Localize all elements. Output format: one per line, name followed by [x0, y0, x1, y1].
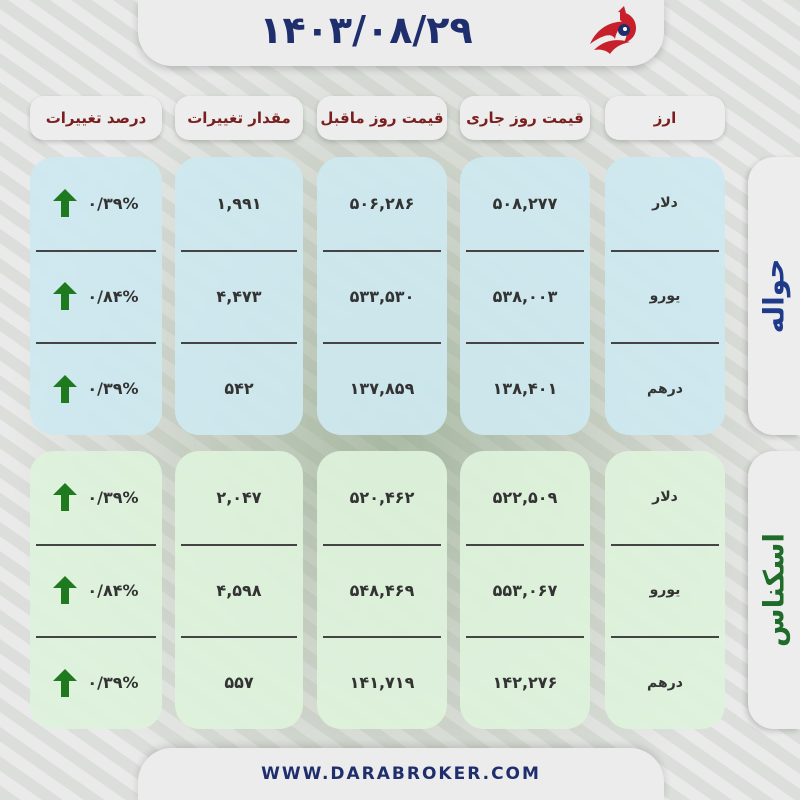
- eskenas-change-usd: ۲,۰۴۷: [216, 487, 262, 507]
- eskenas-previous-usd: ۵۲۰,۴۶۲: [349, 487, 415, 507]
- eskenas-percent-column: ۰/۳۹% ۰/۸۴% ۰/۳۹%: [30, 451, 162, 729]
- havaleh-percent-aed-cell: ۰/۳۹%: [30, 342, 162, 435]
- eskenas-previous-column: ۵۲۰,۴۶۲ ۵۴۸,۴۶۹ ۱۴۱,۷۱۹: [317, 451, 447, 729]
- eskenas-current-aed: ۱۴۲,۲۷۶: [460, 636, 590, 729]
- havaleh-current-usd: ۵۰۸,۲۷۷: [492, 193, 558, 213]
- website-footer: WWW.DARABROKER.COM: [138, 748, 664, 800]
- havaleh-currency-usd: دلار: [652, 195, 678, 212]
- havaleh-previous-eur: ۵۳۳,۵۳۰: [317, 249, 447, 343]
- header-previous-price: قیمت روز ماقبل: [317, 96, 447, 140]
- eskenas-current-column: ۵۲۲,۵۰۹ ۵۵۳,۰۶۷ ۱۴۲,۲۷۶: [460, 451, 590, 729]
- havaleh-side-tab: حواله: [748, 157, 800, 435]
- eskenas-current-usd: ۵۲۲,۵۰۹: [492, 487, 558, 507]
- eskenas-percent-aed-cell: ۰/۳۹%: [30, 636, 162, 729]
- havaleh-currency-aed: درهم: [605, 342, 725, 435]
- havaleh-previous-column: ۵۰۶,۲۸۶ ۵۳۳,۵۳۰ ۱۳۷,۸۵۹: [317, 157, 447, 435]
- eskenas-percent-usd-cell: ۰/۳۹%: [30, 451, 162, 544]
- website-link[interactable]: WWW.DARABROKER.COM: [261, 764, 541, 784]
- up-arrow-icon: [53, 576, 78, 604]
- header-current-price: قیمت روز جاری: [460, 96, 590, 140]
- havaleh-previous-aed: ۱۳۷,۸۵۹: [317, 342, 447, 435]
- eskenas-change-eur: ۴,۵۹۸: [175, 543, 303, 637]
- eskenas-currency-column: دلار یورو درهم: [605, 451, 725, 729]
- bird-logo-icon: [590, 6, 636, 54]
- up-arrow-icon: [53, 374, 78, 403]
- havaleh-percent-aed: ۰/۳۹%: [87, 379, 139, 399]
- havaleh-currency-eur: یورو: [605, 249, 725, 343]
- havaleh-percent-eur: ۰/۸۴%: [87, 286, 139, 306]
- header-change-amount: مقدار تغییرات: [175, 96, 303, 140]
- eskenas-percent-eur-cell: ۰/۸۴%: [30, 543, 162, 637]
- havaleh-percent-usd-cell: ۰/۳۹%: [30, 157, 162, 250]
- up-arrow-icon: [53, 668, 78, 697]
- havaleh-percent-usd: ۰/۳۹%: [87, 193, 139, 213]
- eskenas-percent-aed: ۰/۳۹%: [87, 673, 139, 693]
- eskenas-percent-usd: ۰/۳۹%: [87, 487, 139, 507]
- havaleh-change-usd: ۱,۹۹۱: [216, 193, 262, 213]
- havaleh-label: حواله: [757, 258, 791, 334]
- up-arrow-icon: [53, 189, 78, 218]
- eskenas-currency-eur: یورو: [605, 543, 725, 637]
- eskenas-previous-eur: ۵۴۸,۴۶۹: [317, 543, 447, 637]
- date-header: ۱۴۰۳/۰۸/۲۹: [138, 0, 664, 66]
- havaleh-current-column: ۵۰۸,۲۷۷ ۵۳۸,۰۰۳ ۱۳۸,۴۰۱: [460, 157, 590, 435]
- eskenas-change-column: ۲,۰۴۷ ۴,۵۹۸ ۵۵۷: [175, 451, 303, 729]
- eskenas-currency-usd: دلار: [652, 489, 678, 506]
- havaleh-previous-usd: ۵۰۶,۲۸۶: [349, 193, 415, 213]
- havaleh-change-eur: ۴,۴۷۳: [175, 249, 303, 343]
- havaleh-change-aed: ۵۴۲: [175, 342, 303, 435]
- havaleh-percent-eur-cell: ۰/۸۴%: [30, 249, 162, 343]
- havaleh-current-aed: ۱۳۸,۴۰۱: [460, 342, 590, 435]
- up-arrow-icon: [53, 282, 78, 310]
- havaleh-current-eur: ۵۳۸,۰۰۳: [460, 249, 590, 343]
- eskenas-current-eur: ۵۵۳,۰۶۷: [460, 543, 590, 637]
- eskenas-percent-eur: ۰/۸۴%: [87, 580, 139, 600]
- report-date: ۱۴۰۳/۰۸/۲۹: [259, 8, 473, 52]
- havaleh-change-column: ۱,۹۹۱ ۴,۴۷۳ ۵۴۲: [175, 157, 303, 435]
- eskenas-side-tab: اسکناس: [748, 451, 800, 729]
- eskenas-change-aed: ۵۵۷: [175, 636, 303, 729]
- eskenas-previous-aed: ۱۴۱,۷۱۹: [317, 636, 447, 729]
- header-currency: ارز: [605, 96, 725, 140]
- havaleh-percent-column: ۰/۳۹% ۰/۸۴% ۰/۳۹%: [30, 157, 162, 435]
- eskenas-currency-aed: درهم: [605, 636, 725, 729]
- eskenas-label: اسکناس: [757, 533, 791, 647]
- up-arrow-icon: [53, 483, 78, 512]
- header-change-percent: درصد تغییرات: [30, 96, 162, 140]
- havaleh-currency-column: دلار یورو درهم: [605, 157, 725, 435]
